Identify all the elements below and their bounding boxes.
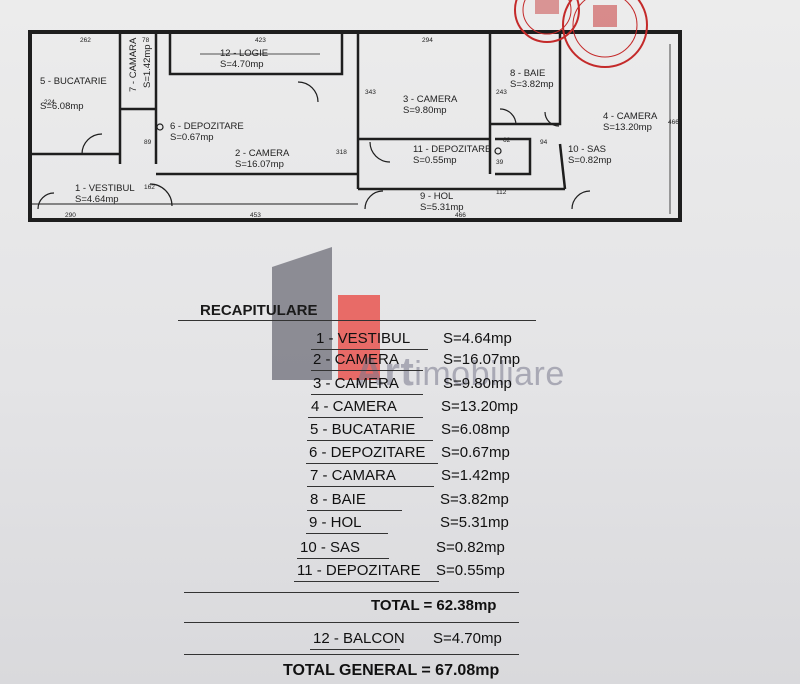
room-label-3: 3 - CAMERA <box>403 94 458 105</box>
room-label-9: 9 - HOL <box>420 191 453 202</box>
watermark-brand: Art <box>355 350 415 394</box>
recap-row-underline <box>311 370 423 371</box>
recap-row-underline <box>311 349 428 350</box>
room-label-6: 6 - DEPOZITARE <box>170 121 244 132</box>
recap-row-name: 4 - CAMERA <box>311 398 397 415</box>
recap-row-name: 7 - CAMARA <box>310 467 396 484</box>
recap-row-underline <box>297 558 389 559</box>
svg-text:453: 453 <box>250 212 261 219</box>
total-rule-top <box>184 592 519 593</box>
svg-text:224: 224 <box>44 99 55 106</box>
balcon-underline <box>310 649 400 650</box>
svg-text:290: 290 <box>65 212 76 219</box>
room-label-4: 4 - CAMERA <box>603 111 658 122</box>
recap-title-rule <box>178 320 536 321</box>
total-rule-bottom <box>184 622 519 623</box>
balcon-value: S=4.70mp <box>433 630 502 647</box>
outer-wall <box>28 30 682 222</box>
svg-text:262: 262 <box>80 37 91 44</box>
recap-title: RECAPITULARE <box>200 302 318 319</box>
recap-row-underline <box>306 463 438 464</box>
recap-row-value: S=0.55mp <box>436 562 505 579</box>
svg-text:94: 94 <box>540 139 548 146</box>
room-label-1: 1 - VESTIBUL <box>75 183 135 194</box>
svg-text:62: 62 <box>503 137 511 144</box>
recap-row-name: 5 - BUCATARIE <box>310 421 416 438</box>
svg-text:89: 89 <box>144 139 152 146</box>
recap-row-value: S=0.82mp <box>436 539 505 556</box>
recap-row-value: S=9.80mp <box>443 375 512 392</box>
svg-text:294: 294 <box>422 37 433 44</box>
room-label-12: 12 - LOGIE <box>220 48 268 59</box>
recap-row-name: 6 - DEPOZITARE <box>309 444 426 461</box>
svg-text:78: 78 <box>142 37 150 44</box>
room-area-3: S=9.80mp <box>403 105 447 116</box>
recap-row-name: 11 - DEPOZITARE <box>297 562 421 579</box>
recap-row-value: S=6.08mp <box>441 421 510 438</box>
recap-row-underline <box>308 417 423 418</box>
room-label-7: 7 - CAMARA <box>128 37 139 92</box>
room-area-2: S=16.07mp <box>235 159 284 170</box>
svg-text:243: 243 <box>496 89 507 96</box>
room-area-5: S=6.08mp <box>40 101 84 112</box>
watermark-text: Artimobiliare <box>355 350 565 395</box>
total-value: TOTAL = 62.38mp <box>371 597 497 614</box>
room-area-6: S=0.67mp <box>170 132 214 143</box>
svg-text:466: 466 <box>668 119 679 126</box>
recap-row-value: S=0.67mp <box>441 444 510 461</box>
recap-row-value: S=1.42mp <box>441 467 510 484</box>
room-area-10: S=0.82mp <box>568 155 612 166</box>
svg-text:343: 343 <box>365 89 376 96</box>
recap-row-name: 9 - HOL <box>309 514 362 531</box>
recap-row-value: S=5.31mp <box>440 514 509 531</box>
room-area-7: S=1.42mp <box>142 44 153 88</box>
recap-row-underline <box>306 533 388 534</box>
recap-row-name: 10 - SAS <box>300 539 361 556</box>
recap-row-value: S=16.07mp <box>443 351 521 368</box>
recap-row-underline <box>307 486 434 487</box>
svg-text:39: 39 <box>496 159 504 166</box>
svg-text:318: 318 <box>336 149 347 156</box>
svg-text:423: 423 <box>255 37 266 44</box>
svg-text:112: 112 <box>496 189 507 196</box>
total-general-value: TOTAL GENERAL = 67.08mp <box>283 662 500 679</box>
room-label-11: 11 - DEPOZITARE <box>413 144 491 155</box>
floor-plan-drawing: 5 - BUCATARIE S=6.08mp 7 - CAMARA S=1.42… <box>28 30 682 222</box>
room-area-1: S=4.64mp <box>75 194 119 205</box>
recap-row-name: 3 - CAMERA <box>313 375 399 392</box>
room-labels: 5 - BUCATARIE S=6.08mp 7 - CAMARA S=1.42… <box>40 37 658 213</box>
recap-row-name: 8 - BAIE <box>310 491 366 508</box>
room-area-4: S=13.20mp <box>603 122 652 133</box>
recap-row-name: 2 - CAMERA <box>313 351 399 368</box>
room-label-5: 5 - BUCATARIE <box>40 76 107 87</box>
recap-row-value: S=3.82mp <box>440 491 509 508</box>
recap-row-underline <box>311 394 423 395</box>
watermark-suffix: imobiliare <box>414 355 565 393</box>
total-general-rule <box>184 654 519 655</box>
red-stamp-seal <box>505 0 655 95</box>
room-label-8: 8 - BAIE <box>510 68 545 79</box>
svg-text:162: 162 <box>144 184 155 191</box>
recap-row-name: 1 - VESTIBUL <box>316 330 411 347</box>
balcon-name: 12 - BALCON <box>313 630 405 647</box>
room-label-10: 10 - SAS <box>568 144 606 155</box>
dimension-labels: 262 78 423 294 243 290 453 466 466 318 3… <box>44 37 679 219</box>
floor-plan: 5 - BUCATARIE S=6.08mp 7 - CAMARA S=1.42… <box>20 14 720 244</box>
room-label-2: 2 - CAMERA <box>235 148 290 159</box>
recap-row-underline <box>294 581 439 582</box>
room-area-8: S=3.82mp <box>510 79 554 90</box>
room-area-11: S=0.55mp <box>413 155 457 166</box>
recap-row-underline <box>307 510 402 511</box>
recap-row-value: S=4.64mp <box>443 330 512 347</box>
room-area-12: S=4.70mp <box>220 59 264 70</box>
recap-row-underline <box>307 440 433 441</box>
svg-text:466: 466 <box>455 212 466 219</box>
room-area-9: S=5.31mp <box>420 202 464 213</box>
recap-row-value: S=13.20mp <box>441 398 519 415</box>
